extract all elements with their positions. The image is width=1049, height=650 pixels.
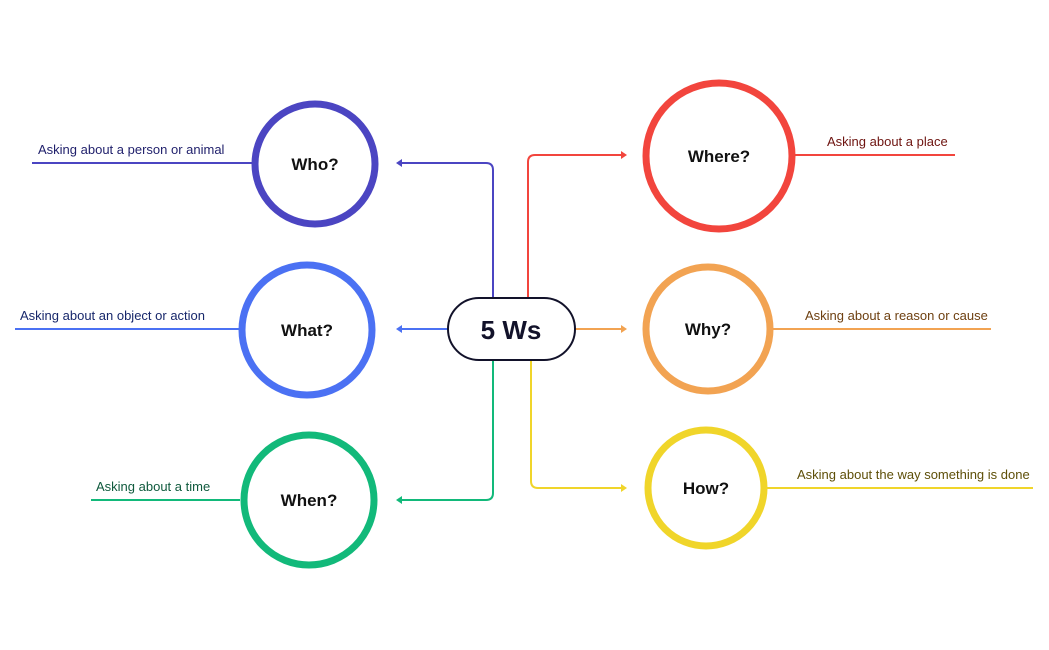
where-connector xyxy=(527,154,622,298)
who-node[interactable]: Who? xyxy=(251,100,379,228)
where-description: Asking about a place xyxy=(827,134,948,149)
center-node-shape xyxy=(447,297,576,361)
when-description: Asking about a time xyxy=(96,479,210,494)
where-connector-arrow xyxy=(621,151,627,159)
why-node[interactable]: Why? xyxy=(642,263,774,395)
who-connector xyxy=(401,162,494,298)
what-description: Asking about an object or action xyxy=(20,308,205,323)
what-node[interactable]: What? xyxy=(238,261,376,399)
how-connector xyxy=(530,360,622,489)
who-node-circle xyxy=(251,100,379,228)
where-node-circle xyxy=(642,79,796,233)
why-node-label: Why? xyxy=(685,320,731,339)
how-connector-arrow xyxy=(621,484,627,492)
center-node[interactable]: 5 Ws xyxy=(447,297,576,361)
why-connector-arrow xyxy=(621,325,627,333)
where-node[interactable]: Where? xyxy=(642,79,796,233)
when-node[interactable]: When? xyxy=(240,431,378,569)
who-connector-arrow xyxy=(396,159,402,167)
how-node-label: How? xyxy=(683,479,729,498)
who-node-label: Who? xyxy=(291,155,338,174)
what-connector-arrow xyxy=(396,325,402,333)
what-node-circle xyxy=(238,261,376,399)
when-connector-arrow xyxy=(396,496,402,504)
why-node-circle xyxy=(642,263,774,395)
when-node-circle xyxy=(240,431,378,569)
when-connector xyxy=(401,360,494,501)
center-node-label: 5 Ws xyxy=(481,315,542,345)
why-description: Asking about a reason or cause xyxy=(805,308,988,323)
what-node-label: What? xyxy=(281,321,333,340)
where-node-label: Where? xyxy=(688,147,750,166)
who-description: Asking about a person or animal xyxy=(38,142,225,157)
how-description: Asking about the way something is done xyxy=(797,467,1030,482)
how-node[interactable]: How? xyxy=(644,426,768,550)
when-node-label: When? xyxy=(281,491,338,510)
how-node-circle xyxy=(644,426,768,550)
